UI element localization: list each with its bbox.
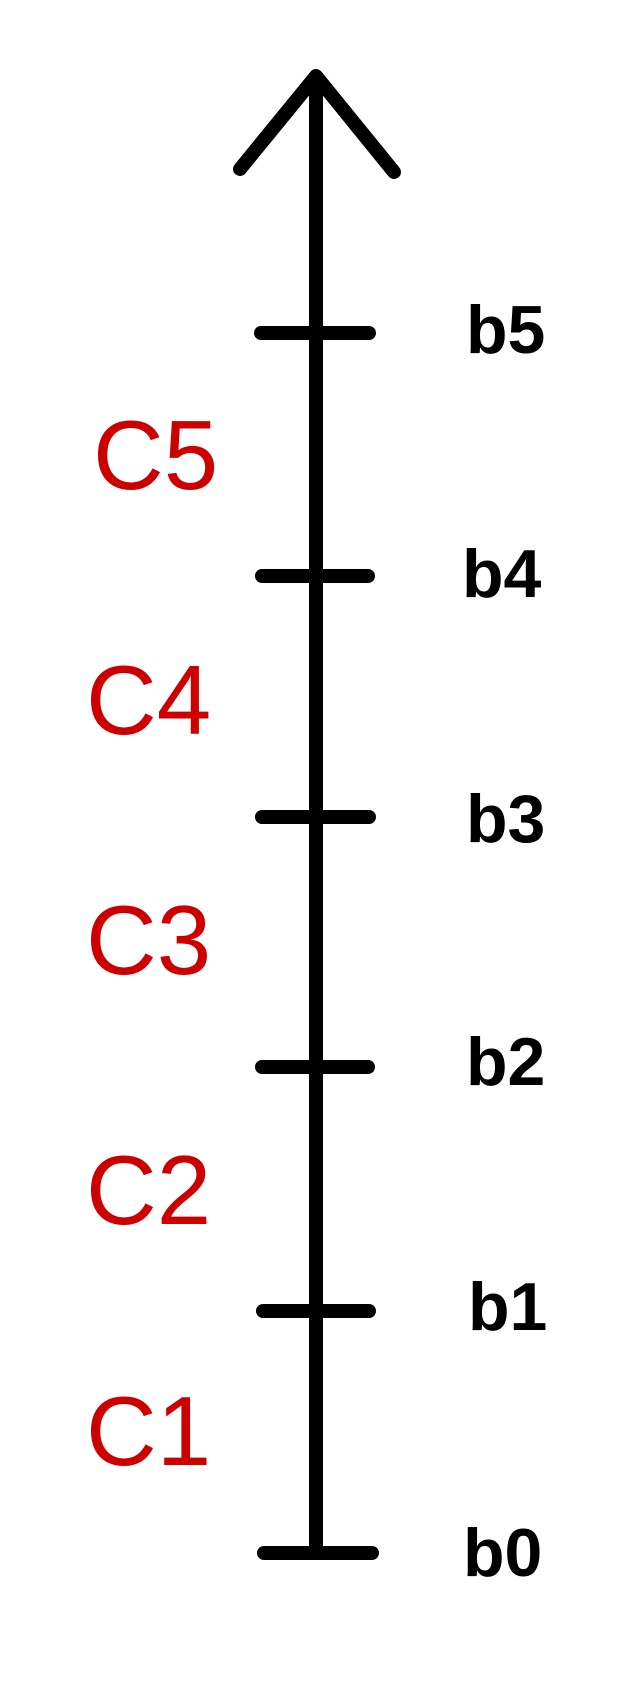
axis-arrowhead [233, 69, 401, 179]
class-label-c5: C5 [93, 400, 218, 510]
boundary-label-b3: b3 [466, 781, 545, 857]
boundary-label-b2: b2 [466, 1024, 545, 1100]
class-label-c2: C2 [86, 1135, 211, 1245]
boundary-label-b0: b0 [463, 1515, 542, 1591]
class-labels: C1 C2 C3 C4 C5 [86, 400, 218, 1486]
boundary-label-b1: b1 [468, 1269, 547, 1345]
class-label-c3: C3 [86, 885, 211, 995]
class-label-c4: C4 [86, 645, 211, 755]
boundary-label-b5: b5 [466, 292, 545, 368]
tick-marks [254, 326, 379, 1560]
boundary-labels: b0 b1 b2 b3 b4 b5 [462, 292, 547, 1591]
class-label-c1: C1 [86, 1376, 211, 1486]
boundary-label-b4: b4 [462, 536, 542, 612]
